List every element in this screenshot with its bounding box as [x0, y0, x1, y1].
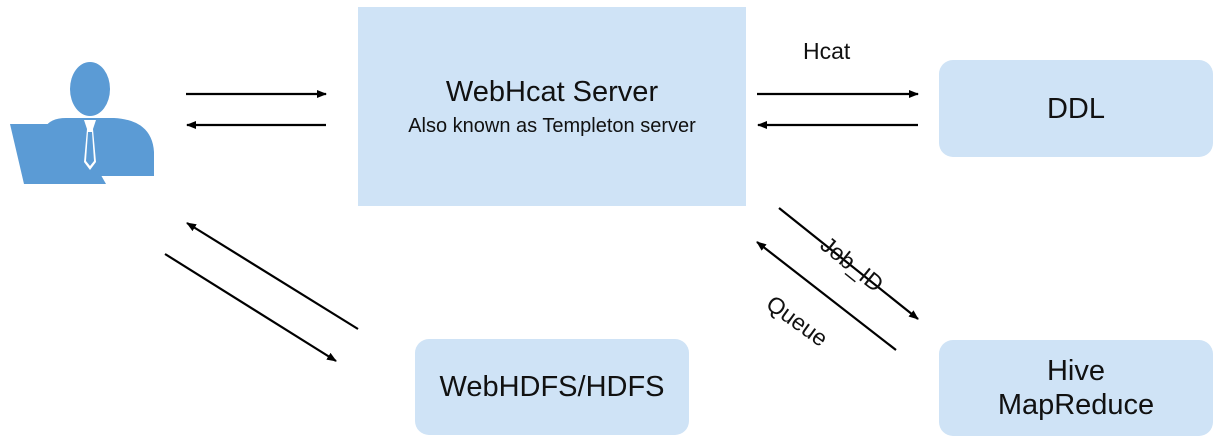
- ddl-box: DDL: [939, 60, 1213, 157]
- user-laptop-icon: [10, 62, 154, 184]
- server-subtitle: Also known as Templeton server: [408, 114, 696, 137]
- mapreduce-label: MapReduce: [997, 389, 1155, 421]
- arrow-user-to-hdfs: [164, 253, 337, 362]
- hive-label: Hive: [1046, 355, 1105, 387]
- webhcat-server-box: WebHcat Server Also known as Templeton s…: [358, 7, 746, 206]
- hdfs-label: WebHDFS/HDFS: [439, 371, 665, 403]
- edge-label-hcat: Hcat: [803, 38, 851, 64]
- hive-mapreduce-box: Hive MapReduce: [939, 340, 1213, 436]
- arrow-server-to-hive: [778, 207, 919, 320]
- server-title: WebHcat Server: [445, 75, 659, 108]
- ddl-label: DDL: [1046, 92, 1105, 125]
- webhdfs-hdfs-box: WebHDFS/HDFS: [415, 339, 689, 435]
- arrow-hive-to-server: [756, 241, 897, 351]
- arrow-hdfs-to-user: [186, 222, 359, 330]
